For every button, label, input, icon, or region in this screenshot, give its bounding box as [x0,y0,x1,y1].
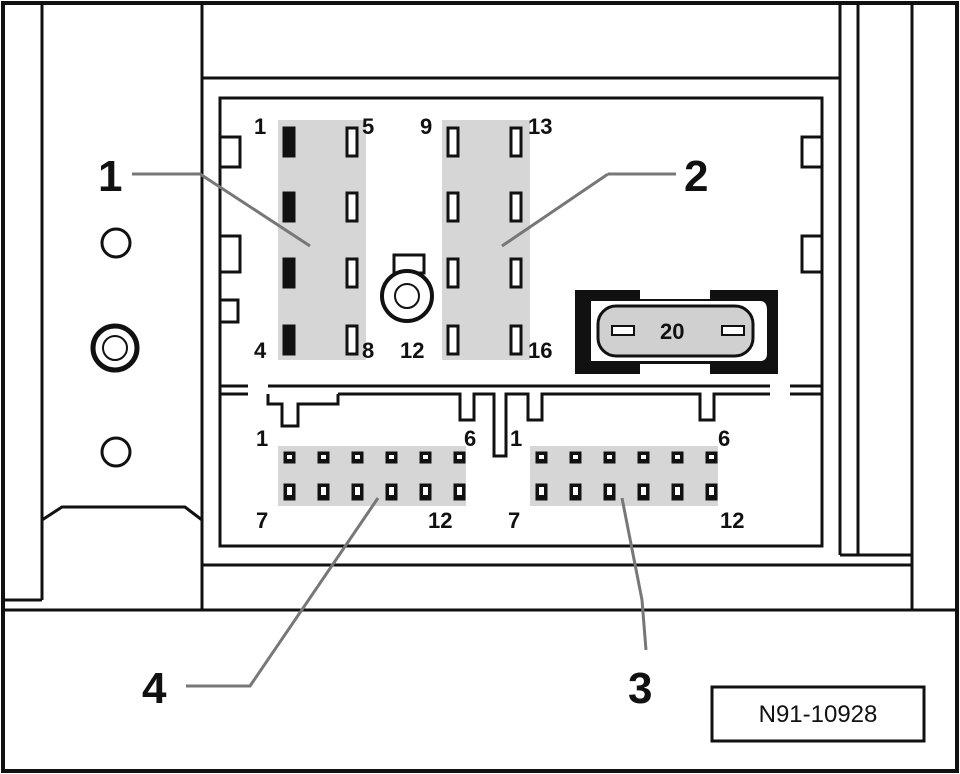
upper-pin [509,191,523,223]
mount-hole-bottom [100,436,132,468]
reference-box [710,685,926,743]
upper-pin [509,257,523,289]
lower-pin-hole [675,487,680,495]
upper-pin [282,324,296,356]
lower-pin-hole [607,487,612,495]
pin-label-9: 9 [420,114,432,139]
upper-pin [446,257,460,289]
lower-pin-hole [423,487,428,495]
lower-pin-hole [355,455,360,459]
mount-hole-top [100,227,132,259]
callout-3: 3 [628,664,652,713]
lower-pin-hole [573,455,578,459]
lower-pin-hole [423,455,428,459]
lower-pin-hole [389,455,394,459]
lower-pin-hole [287,455,292,459]
pin-label-1: 1 [254,114,266,139]
lower-pin-hole [457,455,462,459]
pin-field-2 [442,120,530,360]
upper-pin [446,191,460,223]
center-screw [380,253,434,323]
lower-pin-hole [641,455,646,459]
lower-pin-hole [287,487,292,495]
upper-pin [509,324,523,356]
pin-label-13: 13 [528,114,552,139]
upper-pin [446,324,460,356]
pin-label-16: 16 [528,338,552,363]
lower-right-pin-1: 1 [510,426,522,451]
lower-pin-hole [641,487,646,495]
upper-pin [345,126,359,158]
lower-pin-hole [675,455,680,459]
upper-pin [345,324,359,356]
fuse-label: 20 [660,319,684,344]
lower-pin-hole [457,487,462,495]
upper-pin [282,126,296,158]
separator-rail [220,384,822,458]
lower-right-pin-7: 7 [508,508,520,533]
lower-pin-hole [539,455,544,459]
pin-label-5: 5 [362,114,374,139]
lower-pin-hole [709,487,714,495]
mount-screw [90,323,140,373]
lower-pin-hole [573,487,578,495]
callout-1: 1 [98,152,122,201]
upper-pins [282,126,523,356]
lower-pin-hole [607,455,612,459]
callout-2: 2 [684,152,708,201]
upper-pin [282,257,296,289]
pin-field-1 [278,120,366,360]
fuse-holder [575,290,778,374]
lower-left-pin-7: 7 [256,508,268,533]
screw-label: 12 [400,338,424,363]
upper-pin [282,191,296,223]
lower-left-pin-12: 12 [428,508,452,533]
lower-pins [283,451,718,501]
lower-left-pin-1: 1 [256,426,268,451]
lower-pin-hole [539,487,544,495]
lower-pin-hole [389,487,394,495]
leader-lines [132,172,676,688]
pin-label-8: 8 [362,338,374,363]
housing [202,3,914,610]
lower-pin-hole [709,455,714,459]
lower-pin-hole [321,487,326,495]
pin-field-4 [278,446,466,506]
callout-4: 4 [142,664,167,713]
latches [218,135,824,324]
lower-right-pin-6: 6 [718,426,730,451]
upper-pin [345,191,359,223]
lower-pin-hole [355,487,360,495]
lower-pin-hole [321,455,326,459]
lower-right-pin-12: 12 [720,508,744,533]
reference-code: N91-10928 [759,701,878,728]
upper-pin [446,126,460,158]
pin-label-4: 4 [254,338,267,363]
upper-pin [509,126,523,158]
pin-field-3 [530,446,718,506]
lower-left-pin-6: 6 [464,426,476,451]
left-bracket [3,3,957,612]
upper-pin [345,257,359,289]
